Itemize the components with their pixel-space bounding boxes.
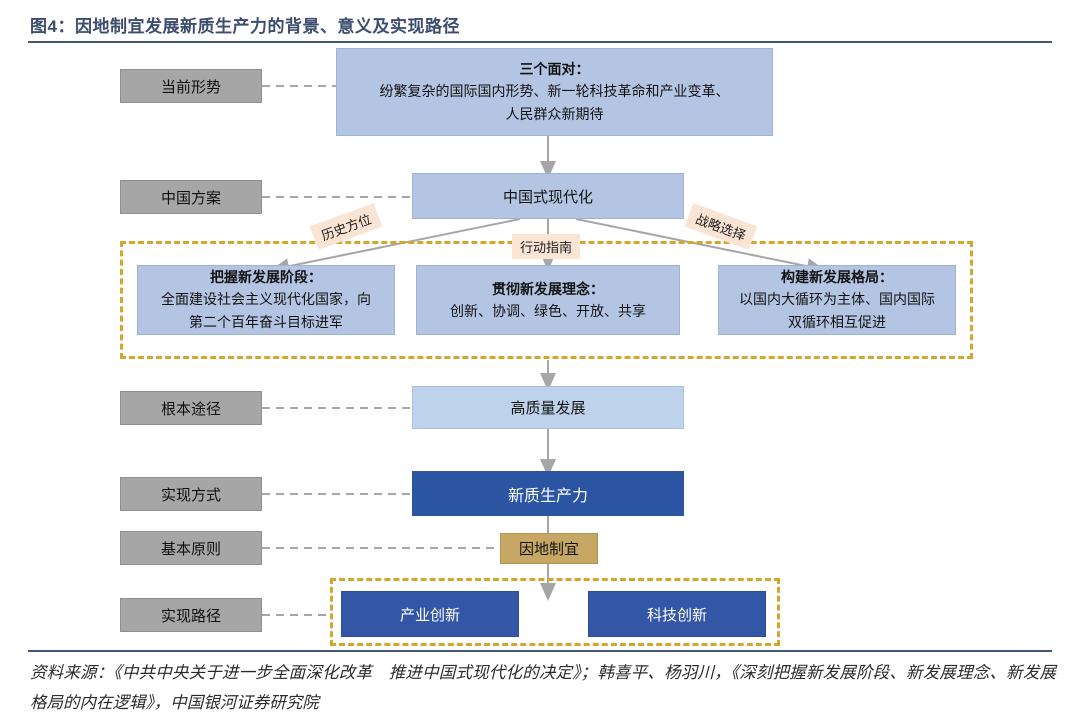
node-new-development-concept[interactable]: 贯彻新发展理念： 创新、协调、绿色、开放、共享 bbox=[416, 265, 680, 335]
sidebar-item-basic-principle[interactable]: 基本原则 bbox=[120, 531, 262, 565]
node-chinese-modernization[interactable]: 中国式现代化 bbox=[412, 173, 684, 219]
node-body-line-1: 以国内大循环为主体、国内国际 bbox=[739, 291, 935, 307]
title-divider bbox=[28, 41, 1052, 43]
node-three-facings[interactable]: 三个面对： 纷繁复杂的国际国内形势、新一轮科技革命和产业变革、 人民群众新期待 bbox=[336, 48, 773, 136]
source-note: 资料来源：《中共中央关于进一步全面深化改革 推进中国式现代化的决定》；韩喜平、杨… bbox=[30, 663, 1056, 712]
node-body-line-1: 创新、协调、绿色、开放、共享 bbox=[450, 302, 646, 319]
edge-tag-text: 战略选择 bbox=[693, 211, 748, 244]
innovation-paths-highlight-region bbox=[330, 578, 780, 646]
node-local-conditions[interactable]: 因地制宜 bbox=[500, 533, 598, 564]
page-title: 图4：因地制宜发展新质生产力的背景、意义及实现路径 bbox=[30, 17, 460, 36]
row-label-text: 实现方式 bbox=[160, 486, 221, 504]
node-label: 因地制宜 bbox=[518, 541, 579, 558]
node-label: 产业创新 bbox=[399, 606, 460, 624]
row-label-text: 实现路径 bbox=[160, 607, 221, 625]
node-title: 把握新发展阶段： bbox=[210, 269, 322, 285]
node-high-quality-development[interactable]: 高质量发展 bbox=[412, 386, 684, 429]
row-label-text: 中国方案 bbox=[160, 189, 221, 207]
edge-tag-action-guide: 行动指南 bbox=[512, 234, 581, 259]
row-label-text: 基本原则 bbox=[160, 540, 221, 558]
row-label-text: 当前形势 bbox=[160, 78, 221, 96]
sidebar-item-china-plan[interactable]: 中国方案 bbox=[120, 180, 262, 214]
node-title: 三个面对： bbox=[519, 61, 590, 77]
node-new-development-stage[interactable]: 把握新发展阶段： 全面建设社会主义现代化国家，向 第二个百年奋斗目标进军 bbox=[137, 265, 395, 335]
node-label: 高质量发展 bbox=[510, 400, 586, 417]
node-title: 构建新发展格局： bbox=[781, 269, 893, 285]
node-body-line-2: 双循环相互促进 bbox=[788, 314, 886, 330]
sidebar-item-realization-route[interactable]: 实现路径 bbox=[120, 598, 262, 632]
node-label: 科技创新 bbox=[646, 606, 707, 624]
node-title: 贯彻新发展理念： bbox=[492, 280, 604, 297]
edge-tag-text: 历史方位 bbox=[319, 211, 374, 244]
node-body-line-2: 人民群众新期待 bbox=[505, 106, 604, 122]
node-label: 新质生产力 bbox=[507, 487, 588, 505]
node-tech-innovation[interactable]: 科技创新 bbox=[588, 591, 766, 637]
footer-divider bbox=[28, 650, 1052, 652]
node-body-line-2: 第二个百年奋斗目标进军 bbox=[189, 314, 343, 330]
node-industrial-innovation[interactable]: 产业创新 bbox=[341, 591, 519, 637]
node-label: 中国式现代化 bbox=[502, 188, 593, 206]
node-body-line-1: 纷繁复杂的国际国内形势、新一轮科技革命和产业变革、 bbox=[379, 83, 730, 99]
sidebar-item-fundamental-path[interactable]: 根本途径 bbox=[120, 391, 262, 425]
sidebar-item-realization-mode[interactable]: 实现方式 bbox=[120, 477, 262, 511]
row-label-text: 根本途径 bbox=[160, 400, 221, 418]
sidebar-item-current-situation[interactable]: 当前形势 bbox=[120, 69, 262, 103]
edge-tag-text: 行动指南 bbox=[520, 240, 573, 255]
node-new-development-pattern[interactable]: 构建新发展格局： 以国内大循环为主体、国内国际 双循环相互促进 bbox=[718, 265, 956, 335]
node-body-line-1: 全面建设社会主义现代化国家，向 bbox=[161, 291, 371, 307]
node-new-productive-forces[interactable]: 新质生产力 bbox=[412, 471, 684, 516]
